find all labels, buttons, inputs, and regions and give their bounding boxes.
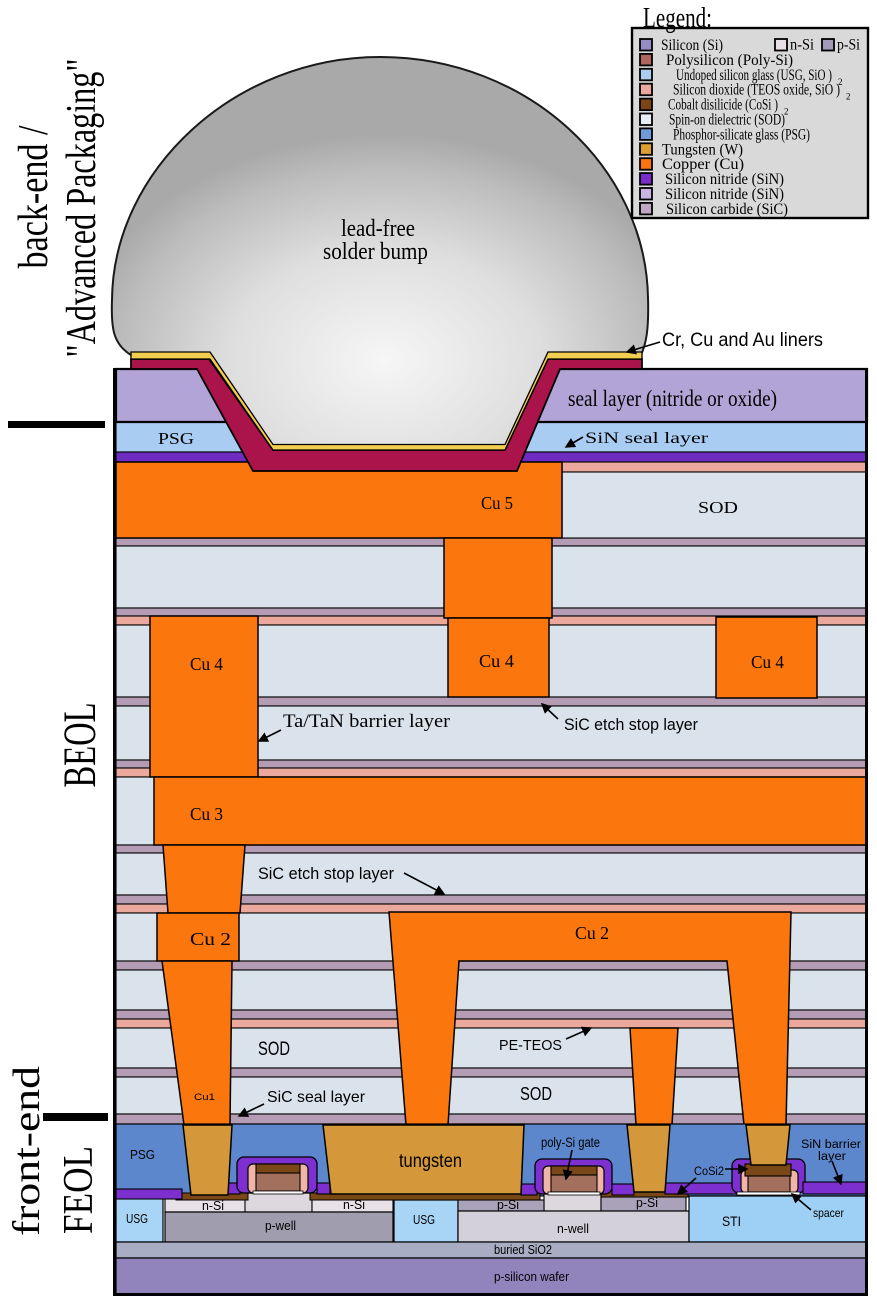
- svg-text:SOD: SOD: [698, 498, 738, 517]
- svg-text:tungsten: tungsten: [399, 1151, 462, 1172]
- svg-text:2: 2: [838, 77, 843, 87]
- svg-text:Cu 5: Cu 5: [481, 493, 513, 513]
- svg-text:Ta/TaN barrier layer: Ta/TaN barrier layer: [283, 711, 451, 732]
- svg-text:Cu 4: Cu 4: [479, 651, 514, 671]
- svg-text:front-end: front-end: [6, 1066, 48, 1236]
- svg-text:Cu 2: Cu 2: [575, 923, 609, 943]
- svg-text:2: 2: [846, 92, 851, 102]
- svg-text:solder bump: solder bump: [323, 239, 428, 265]
- svg-text:"Advanced Packaging": "Advanced Packaging": [59, 59, 105, 358]
- svg-text:Copper (Cu): Copper (Cu): [662, 154, 744, 173]
- svg-text:p-Si: p-Si: [837, 35, 860, 54]
- svg-text:p-silicon wafer: p-silicon wafer: [494, 1269, 570, 1284]
- svg-text:SiC etch stop layer: SiC etch stop layer: [258, 865, 394, 883]
- svg-text:PE-TEOS: PE-TEOS: [499, 1037, 562, 1054]
- svg-text:n-Si: n-Si: [343, 1198, 365, 1212]
- svg-text:spacer: spacer: [813, 1206, 844, 1220]
- svg-text:Cu 3: Cu 3: [190, 804, 223, 824]
- svg-text:SOD: SOD: [258, 1039, 290, 1060]
- svg-text:Phosphor-silicate glass (PSG): Phosphor-silicate glass (PSG): [673, 124, 810, 143]
- svg-text:SiN seal layer: SiN seal layer: [585, 430, 709, 447]
- svg-text:Silicon (Si): Silicon (Si): [661, 35, 723, 54]
- svg-text:Cu1: Cu1: [194, 1092, 215, 1103]
- svg-text:poly-Si gate: poly-Si gate: [541, 1134, 600, 1150]
- svg-text:SOD: SOD: [520, 1084, 552, 1104]
- svg-text:back-end /: back-end /: [11, 125, 57, 268]
- svg-text:Cu 4: Cu 4: [751, 652, 784, 672]
- svg-text:Polysilicon (Poly-Si): Polysilicon (Poly-Si): [666, 50, 793, 69]
- svg-text:Silicon dioxide (TEOS oxide, S: Silicon dioxide (TEOS oxide, SiO ): [673, 80, 840, 99]
- svg-text:USG: USG: [126, 1211, 148, 1226]
- svg-text:Silicon nitride (SiN): Silicon nitride (SiN): [665, 184, 784, 203]
- svg-text:Silicon nitride (SiN): Silicon nitride (SiN): [665, 169, 784, 188]
- svg-text:Spin-on dielectric (SOD): Spin-on dielectric (SOD): [669, 110, 785, 129]
- svg-text:BEOL: BEOL: [54, 703, 106, 788]
- svg-text:n-well: n-well: [557, 1221, 589, 1236]
- svg-text:Cr, Cu and Au liners: Cr, Cu and Au liners: [662, 329, 823, 351]
- svg-text:Legend:: Legend:: [643, 3, 712, 34]
- svg-text:seal layer (nitride or oxide): seal layer (nitride or oxide): [568, 386, 777, 411]
- svg-text:p-Si: p-Si: [636, 1196, 658, 1210]
- svg-text:lead-free: lead-free: [341, 216, 415, 242]
- svg-text:Cobalt disilicide (CoSi ): Cobalt disilicide (CoSi ): [668, 95, 778, 114]
- svg-text:PSG: PSG: [130, 1148, 155, 1162]
- svg-text:Tungsten (W): Tungsten (W): [662, 139, 743, 158]
- svg-text:p-Si: p-Si: [497, 1198, 519, 1212]
- svg-text:p-well: p-well: [265, 1218, 296, 1233]
- svg-text:2: 2: [784, 107, 789, 117]
- svg-text:Undoped silicon glass (USG, Si: Undoped silicon glass (USG, SiO ): [676, 65, 832, 84]
- svg-text:Cu 2: Cu 2: [190, 929, 231, 949]
- svg-text:PSG: PSG: [158, 429, 194, 448]
- svg-text:SiN barrier: SiN barrier: [801, 1139, 861, 1151]
- svg-text:layer: layer: [818, 1151, 846, 1163]
- svg-text:STI: STI: [722, 1214, 741, 1229]
- svg-text:Silicon carbide (SiC): Silicon carbide (SiC): [666, 199, 788, 218]
- svg-text:CoSi2: CoSi2: [694, 1166, 724, 1178]
- svg-text:n-Si: n-Si: [790, 35, 814, 54]
- svg-text:SiC etch stop layer: SiC etch stop layer: [564, 716, 698, 734]
- svg-text:SiC seal layer: SiC seal layer: [267, 1089, 366, 1106]
- svg-text:Cu 4: Cu 4: [190, 654, 223, 674]
- svg-text:n-Si: n-Si: [202, 1199, 224, 1213]
- svg-text:USG: USG: [413, 1212, 435, 1227]
- svg-text:FEOL: FEOL: [56, 1146, 102, 1234]
- svg-text:buried SiO2: buried SiO2: [494, 1242, 552, 1257]
